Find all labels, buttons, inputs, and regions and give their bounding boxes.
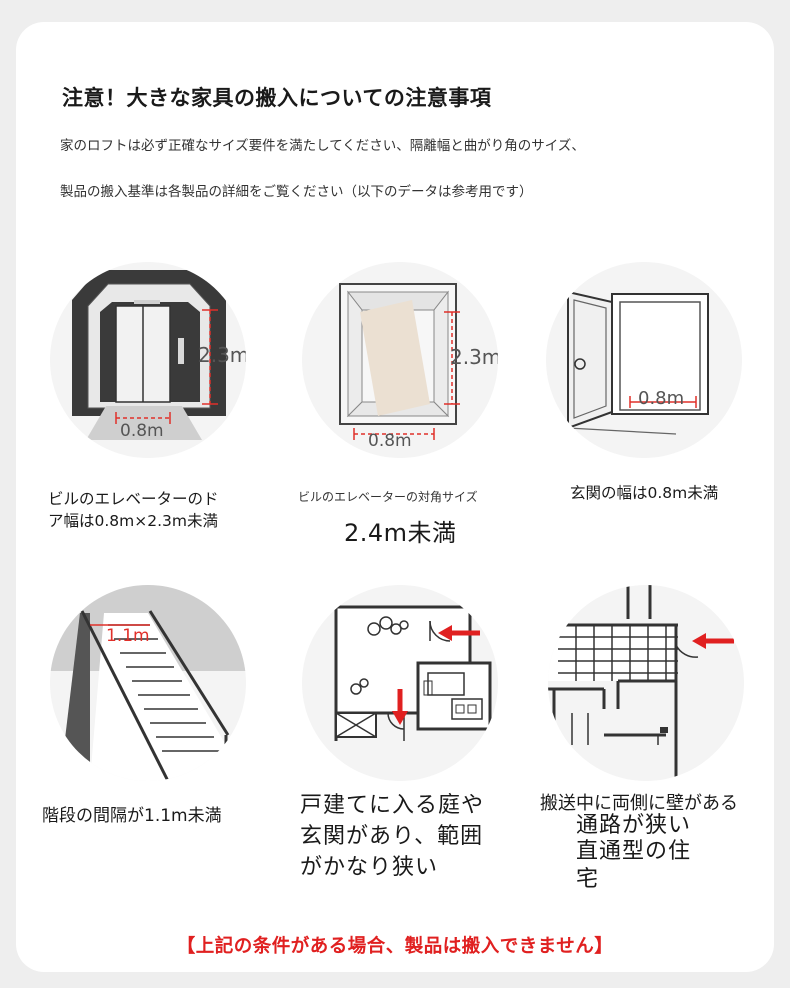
caption-corridor-line4: 宅 [576,867,600,892]
caption-elevator-diagonal-big: 2.4m未満 [344,519,457,547]
elevator-door-illustration: 2.3m 0.8m [50,262,246,458]
caption-corridor-line1: 搬送中に両側に壁がある [540,793,738,814]
dim-width-label: 0.8m [120,421,164,441]
content-card [16,22,774,972]
entrance-door-icon: 0.8m [567,290,709,435]
caption-elevator-door-line1: ビルのエレベーターのド [48,490,219,508]
entrance-door-illustration: 0.8m [546,262,742,458]
caption-house-line1: 戸建てに入る庭や [300,793,485,818]
house-floorplan-icon [334,605,492,741]
caption-elevator-door-line2: ア幅は0.8m×2.3m未満 [48,512,218,530]
warning-footer: 【上記の条件がある場合、製品は搬入できません】 [176,936,614,957]
house-floorplan-illustration [302,585,498,781]
staircase-illustration: 1.1m [50,585,246,781]
corridor-floorplan-icon [548,585,734,781]
elevator-door-icon: 2.3m 0.8m [72,270,246,441]
staircase-icon: 1.1m [50,585,246,781]
elevator-diagonal-icon: 2.3m 0.8m [339,283,498,451]
dim-width-label: 0.8m [638,388,684,409]
caption-entrance-door: 玄関の幅は0.8m未満 [570,484,719,502]
dim-width-label: 0.8m [368,431,412,451]
dim-height-label: 2.3m [198,343,246,367]
caption-house-line2: 玄関があり、範囲 [300,824,484,849]
dim-height-label: 2.3m [450,345,498,369]
intro-text-line1: 家のロフトは必ず正確なサイズ要件を満たしてください、隔離幅と曲がり角のサイズ、 [60,138,585,154]
caption-corridor-line2: 通路が狭い [576,813,692,838]
dim-width-label: 1.1m [106,626,150,646]
caption-house-line3: がかなり狭い [300,855,439,880]
page-title: 注意！大きな家具の搬入についての注意事項 [62,86,492,110]
intro-text-line2: 製品の搬入基準は各製品の詳細をご覧ください（以下のデータは参考用です） [60,184,533,200]
elevator-diagonal-illustration: 2.3m 0.8m [302,262,498,458]
caption-staircase: 階段の間隔が1.1m未満 [42,806,222,826]
caption-elevator-diagonal-small: ビルのエレベーターの対角サイズ [298,490,478,504]
caption-corridor-line3: 直通型の住 [576,839,692,864]
corridor-floorplan-illustration [548,585,744,781]
